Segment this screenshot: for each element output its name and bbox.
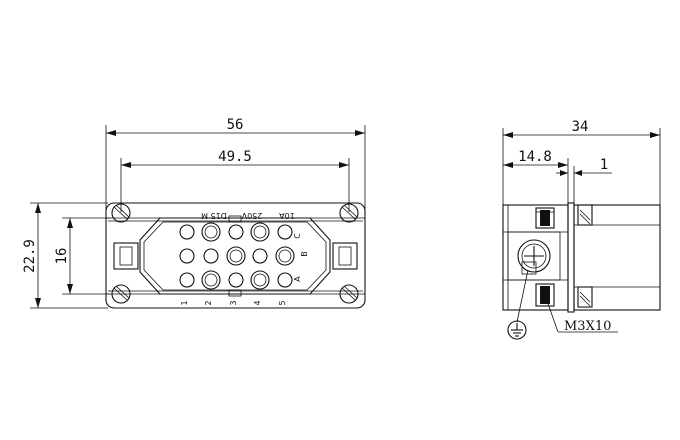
contact-hole (201, 270, 221, 290)
contact-pin (253, 273, 267, 287)
contact-hole (203, 248, 219, 264)
column-label: 1 (180, 300, 189, 305)
corner-screw (339, 284, 359, 304)
contact-hole (250, 270, 270, 290)
contact-hole (275, 246, 295, 266)
latch-bracket-right (332, 242, 358, 270)
contact-hole (201, 222, 221, 242)
contact-insert (139, 215, 331, 297)
contact-pin (204, 225, 218, 239)
row-label-a: A (293, 276, 302, 282)
dim-hole-pitch: 49.5 (120, 149, 350, 212)
front-view: 56 49.5 22.9 16 (22, 117, 366, 309)
dim-overall-height: 22.9 (22, 202, 108, 309)
voltage-rating: 250V (241, 211, 262, 220)
dim-side-width: 34 (502, 119, 661, 205)
contact-hole (179, 248, 195, 264)
dim-56-label: 56 (227, 117, 244, 133)
contact-hole (277, 272, 293, 288)
contact-hole (252, 248, 268, 264)
contact-hole (228, 272, 244, 288)
contact-pin (229, 249, 243, 263)
latch-bracket-left (113, 242, 139, 270)
side-view: 34 14.8 1 (502, 119, 661, 340)
contact-pin (278, 249, 292, 263)
contact-hole (179, 224, 195, 240)
contact-pin (204, 273, 218, 287)
corner-screw (111, 284, 131, 304)
contact-hole (226, 246, 246, 266)
corner-screw (339, 203, 359, 223)
contact-hole (179, 272, 195, 288)
current-rating: 10A (279, 211, 295, 220)
row-label-b: B (300, 251, 309, 257)
side-body (502, 202, 661, 313)
earth-terminal (517, 239, 551, 275)
corner-screw (111, 203, 131, 223)
contact-hole (250, 222, 270, 242)
column-label: 3 (229, 300, 238, 305)
contact-hole (228, 224, 244, 240)
dim-inner-height: 16 (54, 217, 110, 295)
contact-pin (253, 225, 267, 239)
screw-callout-label: M3X10 (564, 319, 611, 334)
insert-marking: D15 M (201, 211, 227, 220)
column-label: 5 (278, 300, 287, 305)
dim-16-label: 16 (54, 248, 70, 265)
dim-49-5-label: 49.5 (218, 149, 252, 165)
dim-flange-thickness: 1 (556, 157, 612, 205)
dim-34-label: 34 (572, 119, 589, 135)
column-label: 2 (204, 300, 213, 305)
dim-22-9-label: 22.9 (22, 239, 38, 273)
dim-overall-width: 56 (105, 117, 366, 210)
side-screw-top (535, 204, 593, 229)
contact-grid (179, 222, 295, 290)
row-label-c: C (293, 233, 302, 239)
screw-callout: M3X10 (545, 297, 618, 334)
dim-14-8-label: 14.8 (518, 149, 552, 165)
dim-1-label: 1 (600, 157, 608, 173)
protective-earth-icon (507, 269, 529, 340)
contact-hole (277, 224, 293, 240)
dim-insert-offset: 14.8 (503, 149, 569, 205)
side-screw-bottom (535, 283, 593, 308)
column-label: 4 (253, 300, 262, 305)
